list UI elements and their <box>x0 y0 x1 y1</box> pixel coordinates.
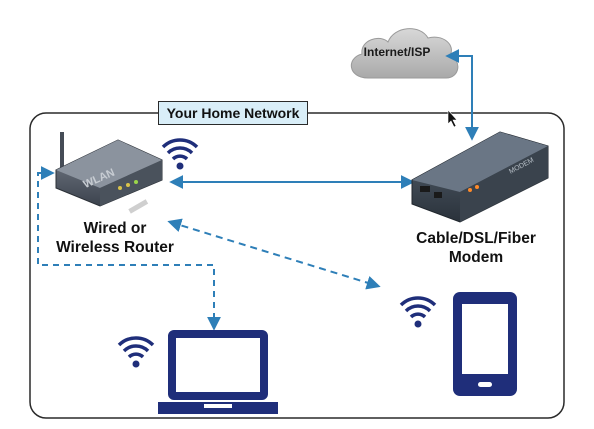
router-label: Wired or Wireless Router <box>40 219 190 257</box>
router-icon: WLAN <box>55 132 163 214</box>
internet-modem-link <box>445 49 479 141</box>
cursor-icon <box>447 109 458 128</box>
wifi-icon <box>399 296 437 328</box>
modem-label-line1: Cable/DSL/Fiber <box>416 230 536 247</box>
home-network-label: Your Home Network <box>158 101 308 125</box>
phone-icon <box>453 292 517 396</box>
wifi-icon <box>161 138 199 170</box>
router-label-line1: Wired or <box>83 220 147 237</box>
laptop-icon <box>158 330 278 414</box>
wifi-icon <box>117 336 155 368</box>
router-phone-link <box>167 218 381 290</box>
router-label-line2: Wireless Router <box>56 239 174 256</box>
modem-label: Cable/DSL/Fiber Modem <box>396 229 556 267</box>
internet-isp-label: Internet/ISP <box>363 45 431 59</box>
modem-icon: MODEM <box>411 131 549 223</box>
modem-label-line2: Modem <box>448 249 504 266</box>
